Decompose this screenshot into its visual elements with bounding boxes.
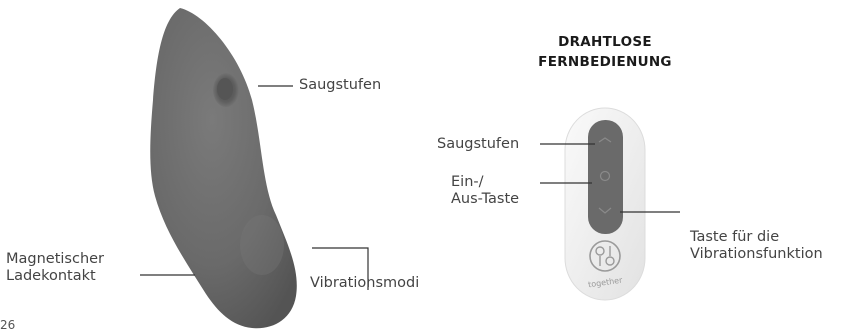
- label-power-line2: Aus-Taste: [451, 191, 519, 208]
- suction-opening-icon: [213, 73, 239, 107]
- device-body: [150, 8, 297, 328]
- label-vibration-line1: Taste für die: [690, 229, 823, 246]
- label-device-suction: Saugstufen: [299, 77, 381, 94]
- remote-title-line1: DRAHTLOSE: [520, 32, 690, 52]
- remote-control: [565, 108, 645, 300]
- label-device-vibration: Vibrationsmodi: [310, 275, 419, 292]
- label-vibration-line2: Vibrationsfunktion: [690, 246, 823, 263]
- label-vibration-button: Taste für die Vibrationsfunktion: [690, 229, 823, 263]
- label-remote-suction: Saugstufen: [437, 136, 519, 153]
- label-charging: Magnetischer Ladekontakt: [6, 251, 104, 285]
- label-power-line1: Ein-/: [451, 174, 519, 191]
- remote-title: DRAHTLOSE FERNBEDIENUNG: [520, 32, 690, 72]
- label-charging-line1: Magnetischer: [6, 251, 104, 268]
- label-power: Ein-/ Aus-Taste: [451, 174, 519, 208]
- page-number: 26: [0, 318, 15, 330]
- label-charging-line2: Ladekontakt: [6, 268, 104, 285]
- remote-title-line2: FERNBEDIENUNG: [520, 52, 690, 72]
